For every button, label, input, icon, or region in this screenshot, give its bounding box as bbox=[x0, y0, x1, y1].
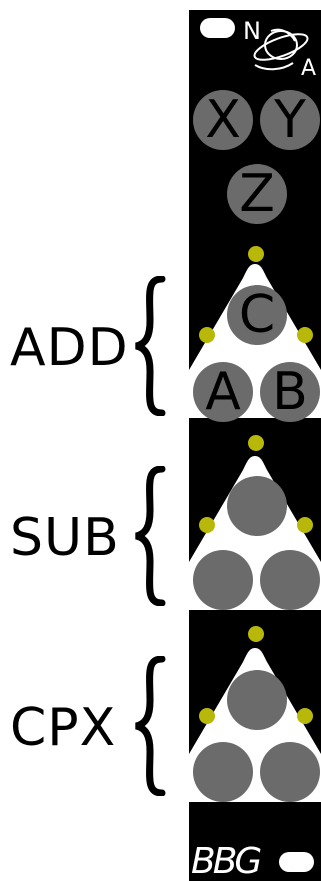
add-label: ADD bbox=[10, 318, 129, 378]
logo-letter-n: N bbox=[243, 17, 261, 45]
logo-letter-a: A bbox=[301, 56, 316, 79]
add-knob-b[interactable]: B bbox=[260, 362, 320, 422]
knob-y[interactable]: Y bbox=[260, 90, 320, 150]
add-knob-c[interactable]: C bbox=[227, 285, 287, 345]
sub-section bbox=[189, 432, 321, 612]
cpx-knob-top[interactable] bbox=[227, 670, 287, 730]
sub-label: SUB bbox=[10, 508, 120, 568]
cpx-section bbox=[189, 624, 321, 804]
add-jack-right[interactable] bbox=[297, 327, 313, 343]
add-jack-top[interactable] bbox=[248, 246, 264, 262]
cpx-brace bbox=[135, 656, 166, 796]
logo-icon: N A bbox=[243, 17, 316, 79]
bottom-screw bbox=[279, 852, 314, 872]
knob-x[interactable]: X bbox=[193, 90, 253, 150]
cpx-knob-left[interactable] bbox=[193, 742, 253, 802]
cpx-label: CPX bbox=[10, 698, 117, 758]
add-section: C A B bbox=[189, 240, 321, 422]
sub-knob-top[interactable] bbox=[227, 476, 287, 536]
sub-jack-left[interactable] bbox=[199, 517, 215, 533]
cpx-jack-right[interactable] bbox=[297, 708, 313, 724]
top-screw bbox=[200, 18, 235, 38]
sub-knob-right[interactable] bbox=[260, 550, 320, 610]
brand-logo: BBG bbox=[191, 841, 262, 881]
add-knob-a[interactable]: A bbox=[193, 362, 253, 422]
module-panel: N A X Y Z C A B bbox=[189, 10, 321, 881]
cpx-knob-right[interactable] bbox=[260, 742, 320, 802]
sub-jack-top[interactable] bbox=[248, 435, 264, 451]
knob-z[interactable]: Z bbox=[227, 164, 287, 224]
sub-brace bbox=[135, 466, 166, 606]
sub-knob-left[interactable] bbox=[193, 550, 253, 610]
sub-jack-right[interactable] bbox=[297, 517, 313, 533]
add-jack-left[interactable] bbox=[199, 327, 215, 343]
cpx-jack-left[interactable] bbox=[199, 708, 215, 724]
cpx-jack-top[interactable] bbox=[248, 626, 264, 642]
add-brace bbox=[135, 276, 166, 416]
